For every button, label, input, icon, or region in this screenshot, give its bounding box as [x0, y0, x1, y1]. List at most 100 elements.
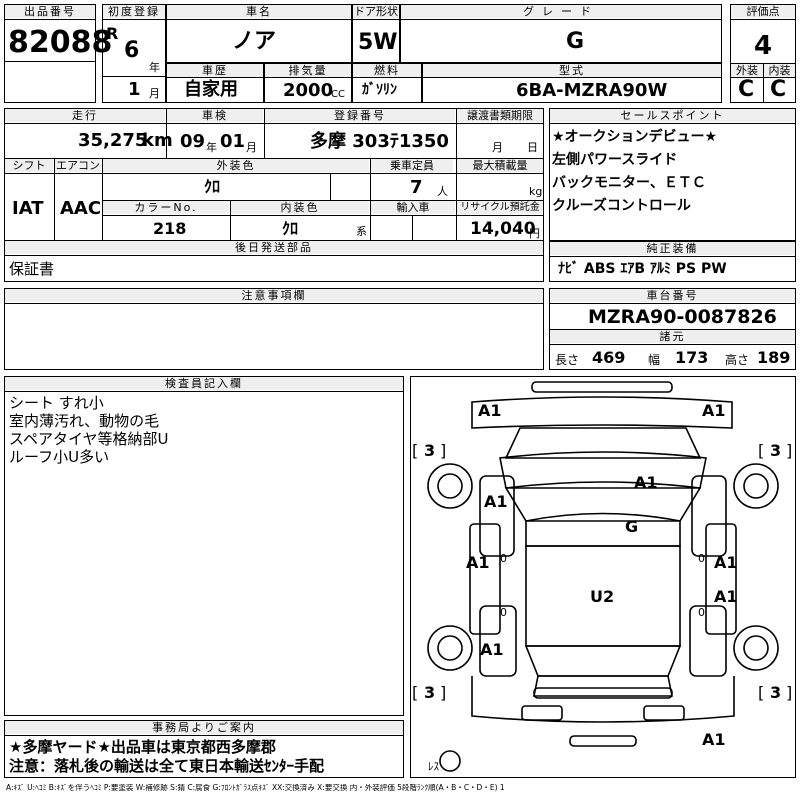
- inspector-note: シート すれ小: [9, 394, 104, 412]
- max-load-unit: kg: [529, 185, 543, 198]
- recycle-fee: 14,040: [470, 219, 536, 239]
- mileage-unit: km: [142, 130, 173, 151]
- mark-rear-fender-left: A1: [480, 640, 504, 659]
- car-name: ノア: [232, 29, 277, 54]
- shift-label: シフト: [5, 159, 53, 172]
- svg-text:]: ]: [786, 441, 792, 460]
- office-label: 事務局よりご案内: [5, 721, 403, 734]
- model: 6BA-MZRA90W: [516, 80, 668, 101]
- office-line: 注意：落札後の輸送は全て東日本輸送ｾﾝﾀｰ手配: [9, 757, 325, 775]
- mileage: 35,275: [78, 130, 148, 151]
- import-label: 輸入車: [371, 201, 455, 214]
- inspector-note: スペアタイヤ等格納部U: [9, 430, 169, 448]
- recycle-label: リサイクル預託金: [457, 201, 543, 214]
- sales-points-label: セールスポイント: [550, 109, 795, 122]
- later-parts: 保証書: [9, 260, 55, 278]
- transfer-month-unit: 月: [492, 141, 503, 154]
- exterior-grade-label: 外装: [731, 64, 763, 77]
- length: 469: [592, 348, 626, 367]
- lot-number-cell: [4, 4, 96, 103]
- fuel: ｶﾞｿﾘﾝ: [362, 82, 397, 98]
- color-number: 218: [153, 219, 187, 238]
- inspector-box: [4, 376, 404, 716]
- reg-no-label: 登録番号: [265, 109, 455, 122]
- mark-door-fl: A1: [466, 553, 490, 572]
- grade-cell: [400, 4, 722, 63]
- month-unit: 月: [149, 87, 160, 100]
- fuel-label: 燃料: [353, 64, 421, 77]
- first-registration-cell: [102, 4, 166, 103]
- car-diagram-box: [410, 376, 796, 778]
- year-unit: 年: [149, 61, 160, 74]
- history-label: 車歴: [167, 64, 263, 77]
- legend: A:ｷｽﾞ U:ﾍｺﾐ B:ｷｽﾞを伴うﾍｺﾐ P:要塗装 W:補修跡 S:錆 …: [6, 784, 505, 792]
- history-cell: [166, 63, 264, 103]
- int-color-unit: 系: [356, 225, 367, 238]
- chassis-number: MZRA90-0087826: [588, 306, 777, 328]
- score-label: 評価点: [731, 5, 795, 18]
- int-color: ｸﾛ: [282, 219, 299, 238]
- ext-color: ｸﾛ: [204, 177, 221, 196]
- later-parts-label: 後日発送部品: [5, 241, 543, 254]
- inspection-label: 車検: [167, 109, 263, 122]
- mark-hood: A1: [634, 473, 658, 492]
- mark-small-fl: 0: [500, 552, 507, 565]
- score: 4: [754, 31, 773, 61]
- car-name-label: 車名: [167, 5, 351, 18]
- displacement-unit: CC: [331, 89, 345, 100]
- svg-text:[: [: [758, 441, 764, 460]
- car-name-cell: [166, 4, 352, 63]
- mark-door-rr: A1: [714, 587, 738, 606]
- registration-number: 多摩 303ﾃ1350: [310, 131, 449, 152]
- sales-point-item: バックモニター、ＥＴＣ: [552, 175, 706, 191]
- era: R: [106, 24, 119, 43]
- height-label: 高さ: [725, 353, 750, 367]
- ext-color-label: 外装色: [103, 159, 369, 172]
- mark-small-rl: 0: [500, 606, 507, 619]
- sales-point-item: ★オークションデビュー★: [552, 129, 718, 145]
- inspection-month-unit: 月: [246, 141, 257, 154]
- aircon-label: エアコン: [55, 159, 101, 172]
- inspector-note: ルーフ小U多い: [9, 448, 110, 466]
- grade: G: [566, 29, 585, 54]
- svg-text:]: ]: [786, 683, 792, 702]
- mark-door-fr: A1: [714, 553, 738, 572]
- inspector-note: 室内薄汚れ、動物の毛: [9, 412, 160, 430]
- sales-point-item: 左側パワースライド: [552, 152, 678, 168]
- lot-number-label: 出品番号: [5, 5, 95, 18]
- int-color-label: 内装色: [231, 201, 369, 214]
- grade-label: グレード: [401, 5, 721, 18]
- spec-label: 諸元: [550, 330, 795, 343]
- office-box: [4, 720, 404, 778]
- inspection-month: 01: [220, 131, 246, 152]
- mark-tire-rr: 3: [770, 683, 781, 702]
- mark-front-left: A1: [478, 401, 502, 420]
- vehicle-info-grid: [4, 108, 544, 282]
- notes-label: 注意事項欄: [5, 289, 543, 302]
- shift: IAT: [12, 198, 44, 219]
- first-reg-year: 6: [124, 38, 140, 63]
- inspector-label: 検査員記入欄: [5, 377, 403, 390]
- mark-windshield: G: [625, 517, 638, 536]
- inspection-year-unit: 年: [206, 141, 217, 154]
- mark-front-right: A1: [702, 401, 726, 420]
- exterior-grade: C: [738, 77, 755, 102]
- length-label: 長さ: [555, 353, 580, 367]
- max-load-label: 最大積載量: [457, 159, 543, 172]
- lot-number: 82088: [8, 25, 113, 60]
- door-type: 5W: [358, 30, 398, 55]
- door-label: ドア形状: [353, 5, 399, 18]
- aircon: AAC: [60, 198, 102, 219]
- width: 173: [675, 348, 709, 367]
- transfer-label: 譲渡書類期限: [457, 109, 543, 122]
- mark-roof: U2: [590, 587, 614, 606]
- displacement-cell: [264, 63, 352, 103]
- history: 自家用: [184, 79, 238, 100]
- transfer-day-unit: 日: [527, 141, 538, 154]
- model-label: 型式: [423, 64, 721, 77]
- mark-small-rr: 0: [698, 606, 705, 619]
- displacement-label: 排気量: [265, 64, 351, 77]
- height: 189: [757, 348, 791, 367]
- svg-text:[: [: [412, 683, 418, 702]
- mark-tire-fl: 3: [424, 441, 435, 460]
